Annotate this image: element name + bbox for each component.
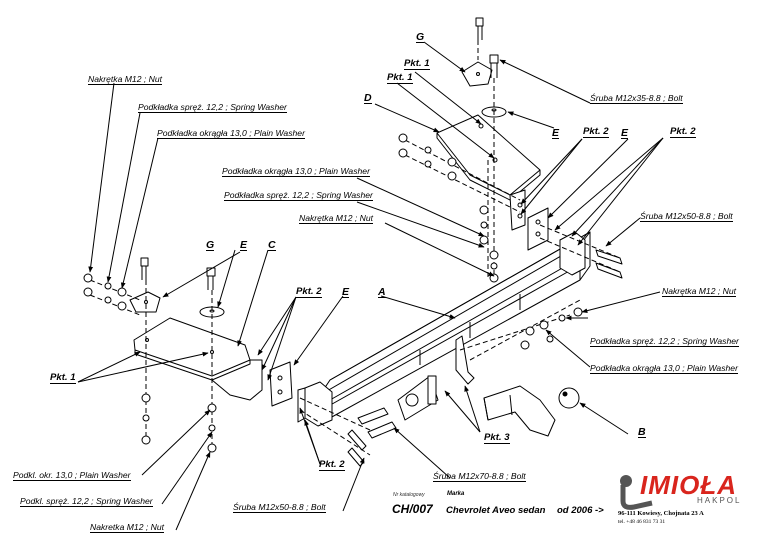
- plate-G-top: [461, 17, 493, 87]
- label-G-top: G: [416, 31, 425, 43]
- label-pkt3: Pkt. 3: [484, 432, 510, 444]
- label-spring-washer-right: Podkładka spręż. 12,2 ; Spring Washer: [590, 336, 739, 347]
- plate-G-left: [129, 257, 161, 313]
- label-pkt2-top-a: Pkt. 2: [583, 126, 609, 138]
- main-crossbar-A: [319, 231, 591, 419]
- company-address: 96-111 Kowiesy, Chojnata 23 A: [618, 510, 704, 517]
- label-E-top2: E: [621, 127, 629, 139]
- label-pkt2-left: Pkt. 2: [296, 286, 322, 298]
- tow-hook-logo-icon: [620, 475, 653, 510]
- catalog-number-caption: Nr katalogowy: [393, 492, 425, 498]
- label-bolt-m12x35: Śruba M12x35-8.8 ; Bolt: [590, 93, 683, 104]
- label-pkt1-a: Pkt. 1: [404, 58, 430, 70]
- label-plain-washer-mid: Podkładka okrągła 13,0 ; Plain Washer: [222, 166, 370, 177]
- label-spring-washer-mid: Podkładka spręż. 12,2 ; Spring Washer: [224, 190, 373, 201]
- label-nut-mid: Nakrętka M12 ; Nut: [299, 213, 374, 224]
- label-nut-top-left: Nakrętka M12 ; Nut: [88, 74, 163, 85]
- left-end-bracket: [269, 361, 333, 427]
- label-plain-washer-top-left: Podkładka okrągła 13,0 ; Plain Washer: [157, 128, 305, 139]
- label-E-left: E: [240, 239, 248, 251]
- label-D: D: [364, 92, 372, 104]
- assembly-centerlines: [89, 40, 621, 456]
- company-logo: IMIOŁA: [640, 470, 737, 500]
- hardware-nuts-washers: [83, 133, 583, 453]
- label-pkt2-top-b: Pkt. 2: [670, 126, 696, 138]
- leader-lines: [77, 41, 664, 531]
- label-A: A: [378, 286, 386, 298]
- vehicle-model: Chevrolet Aveo sedan: [446, 505, 546, 516]
- label-pkt1-b: Pkt. 1: [387, 72, 413, 84]
- hardware-bolts: [347, 249, 623, 467]
- catalog-number: CH/007: [392, 502, 433, 516]
- label-E-top: E: [552, 127, 560, 139]
- label-pkt1-left: Pkt. 1: [50, 372, 76, 384]
- company-logo-sub: HAKPOL: [697, 496, 742, 505]
- label-G-left: G: [206, 239, 215, 251]
- label-spring-washer-bottom-left: Podkl. spręż. 12,2 ; Spring Washer: [20, 496, 153, 507]
- label-plain-washer-right: Podkładka okrągła 13,0 ; Plain Washer: [590, 363, 738, 374]
- label-spring-washer-top-left: Podkładka spręż. 12,2 ; Spring Washer: [138, 102, 287, 113]
- label-bolt-m12x50-bottom: Śruba M12x50-8.8 ; Bolt: [233, 502, 326, 513]
- label-bolt-m12x50-right: Śruba M12x50-8.8 ; Bolt: [640, 211, 733, 222]
- tow-ball-B: [483, 385, 580, 437]
- brand-caption: Marka: [447, 491, 465, 497]
- label-nut-bottom-left: Nakretka M12 ; Nut: [90, 522, 165, 533]
- company-phone: tel. +48 46 831 73 31: [618, 519, 666, 525]
- label-plain-washer-bottom-left: Podkl. okr. 13,0 ; Plain Washer: [13, 470, 131, 481]
- vehicle-years: od 2006 ->: [557, 505, 604, 516]
- label-E-left2: E: [342, 286, 350, 298]
- socket-plate: [397, 335, 475, 421]
- label-nut-right: Nakrętka M12 ; Nut: [662, 286, 737, 297]
- label-bolt-m12x70: Śruba M12x70-8.8 ; Bolt: [433, 471, 526, 482]
- label-pkt2-bottom: Pkt. 2: [319, 459, 345, 471]
- label-B: B: [638, 426, 646, 438]
- label-C: C: [268, 239, 276, 251]
